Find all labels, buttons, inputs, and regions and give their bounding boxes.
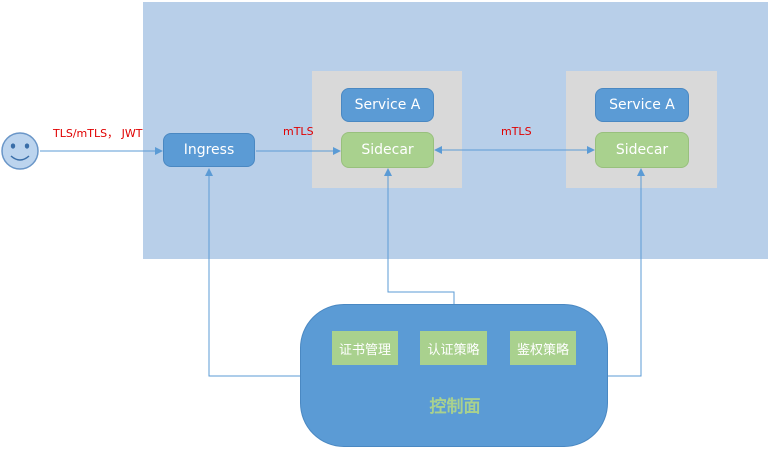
sidecar-node-1: Sidecar [341,132,434,168]
edge-control-sidecar-1 [384,168,455,304]
sidecar-label: Sidecar [615,142,669,158]
ingress-label: Ingress [183,142,235,158]
cert-management-label: 证书管理 [338,342,391,358]
authentication-policy-module: 认证策略 [420,331,487,365]
service-a-label: Service A [354,97,421,113]
sidecar-label: Sidecar [361,142,414,158]
ingress-protocol-label: mTLS [283,125,314,138]
authentication-policy-label: 认证策略 [427,342,480,358]
service-a-node-1: Service A [341,88,434,122]
service-a-label: Service A [609,97,675,113]
edge-control-ingress [205,168,300,377]
sidecar-protocol-label: mTLS [501,125,532,138]
ingress-node: Ingress [163,133,255,167]
cert-management-module: 证书管理 [332,331,398,365]
edge-control-sidecar-2 [608,168,645,377]
client-protocol-label: TLS/mTLS， JWT [53,127,143,140]
service-a-node-2: Service A [595,88,689,122]
authorization-policy-module: 鉴权策略 [510,331,576,365]
sidecar-node-2: Sidecar [595,132,689,168]
smiley-face-icon [1,132,39,170]
authorization-policy-label: 鉴权策略 [516,342,569,358]
control-plane-title: 控制面 [429,397,481,417]
control-plane [300,304,608,447]
